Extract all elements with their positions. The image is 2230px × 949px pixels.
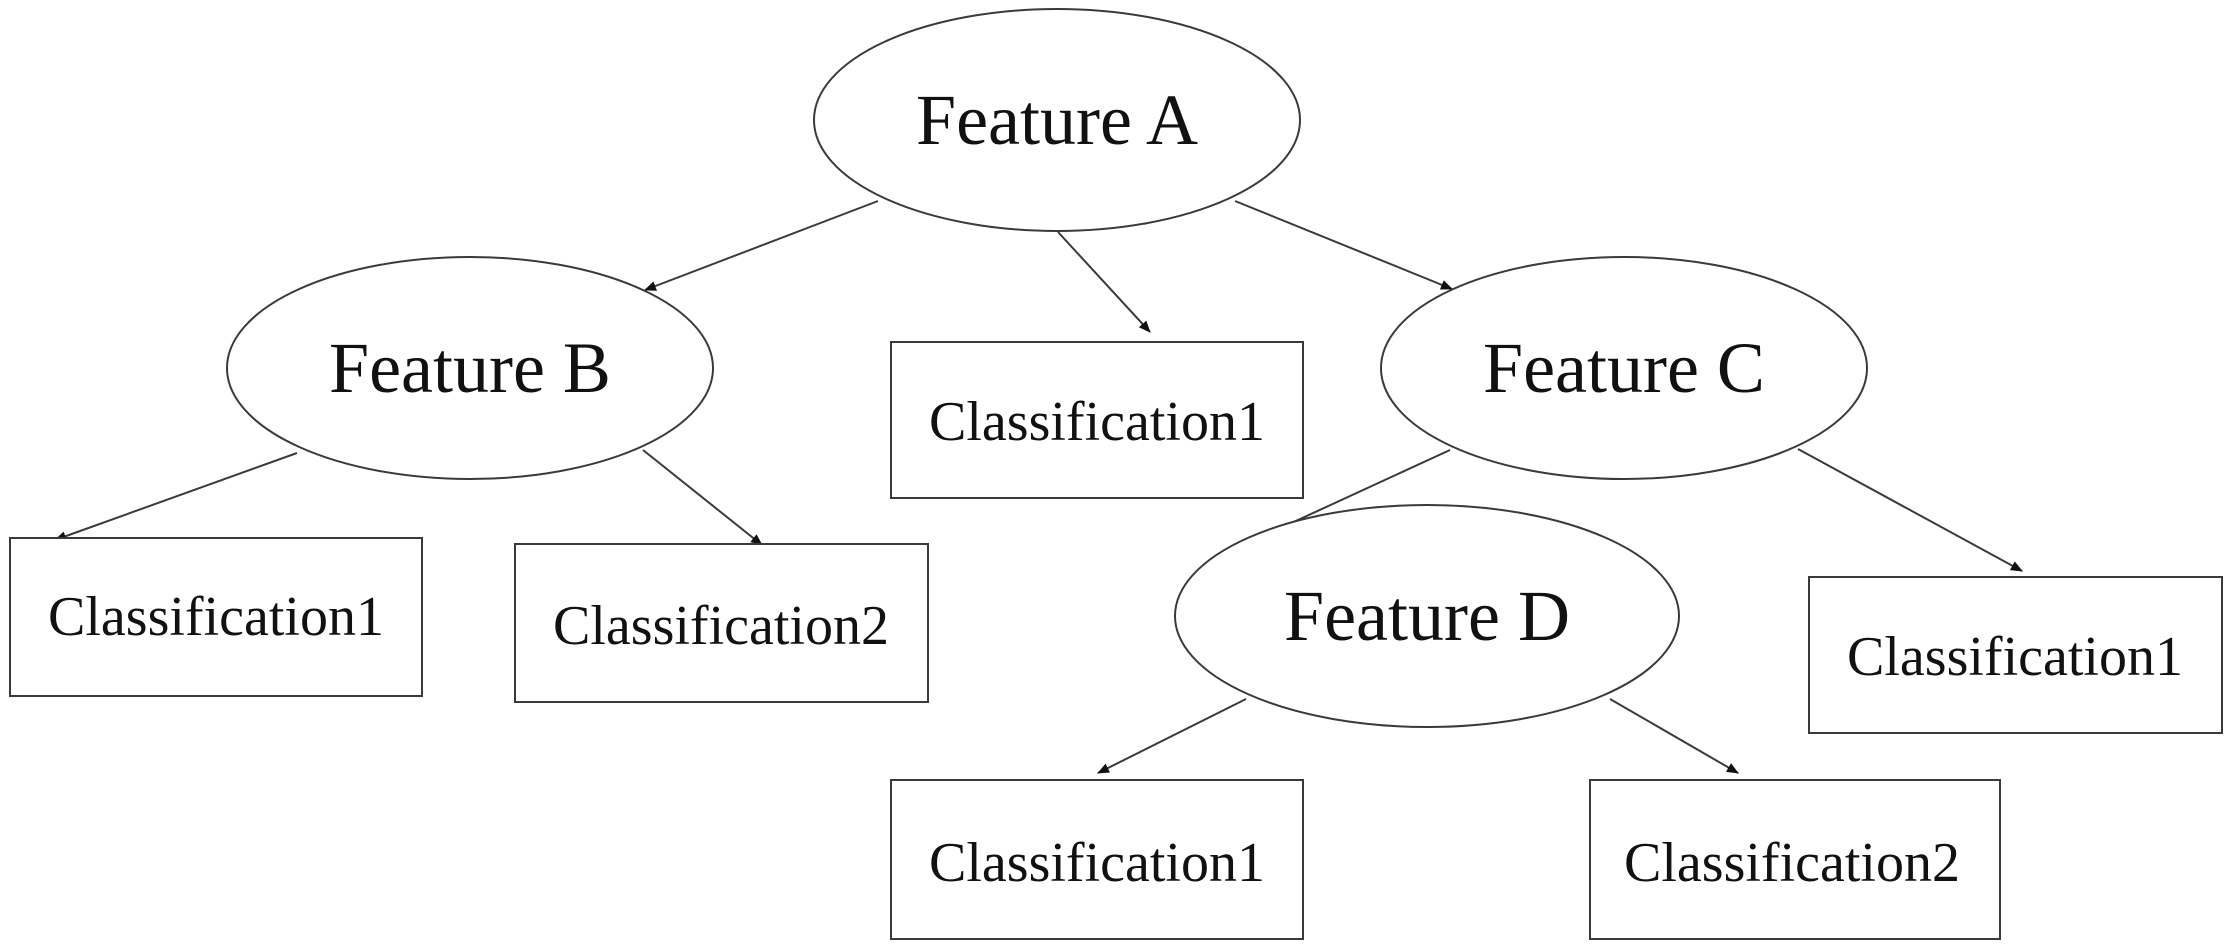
node-d-class1-label: Classification1 [929,832,1265,894]
node-c-class1: Classification1 [1808,576,2223,734]
node-feature-a: Feature A [813,8,1301,232]
edge-feature-a-to-feature-c [1234,200,1453,290]
node-d-class2-label: Classification2 [1624,832,1960,894]
node-c-class1-label: Classification1 [1847,626,2183,688]
node-d-class2: Classification2 [1589,779,2001,940]
node-feature-b-label: Feature B [329,328,611,408]
edge-feature-b-to-b-class1 [54,452,298,541]
edge-feature-d-to-d-class1 [1097,698,1247,774]
node-feature-a-label: Feature A [916,80,1198,160]
edge-feature-a-to-a-class1 [1057,231,1151,333]
node-d-class1: Classification1 [890,779,1304,940]
node-b-class1: Classification1 [9,537,423,697]
node-feature-d: Feature D [1174,504,1680,728]
node-feature-b: Feature B [226,256,714,480]
edge-feature-b-to-b-class2 [642,449,763,546]
node-b-class2-label: Classification2 [553,595,889,657]
node-a-class1-label: Classification1 [929,391,1265,453]
edge-feature-d-to-d-class2 [1609,698,1739,774]
node-b-class2: Classification2 [514,543,929,703]
edge-feature-c-to-c-class1 [1797,448,2023,572]
node-feature-c: Feature C [1380,256,1868,480]
node-feature-d-label: Feature D [1284,576,1570,656]
node-feature-c-label: Feature C [1483,328,1765,408]
edge-feature-a-to-feature-b [644,200,879,291]
node-b-class1-label: Classification1 [48,586,384,648]
node-a-class1: Classification1 [890,341,1304,499]
